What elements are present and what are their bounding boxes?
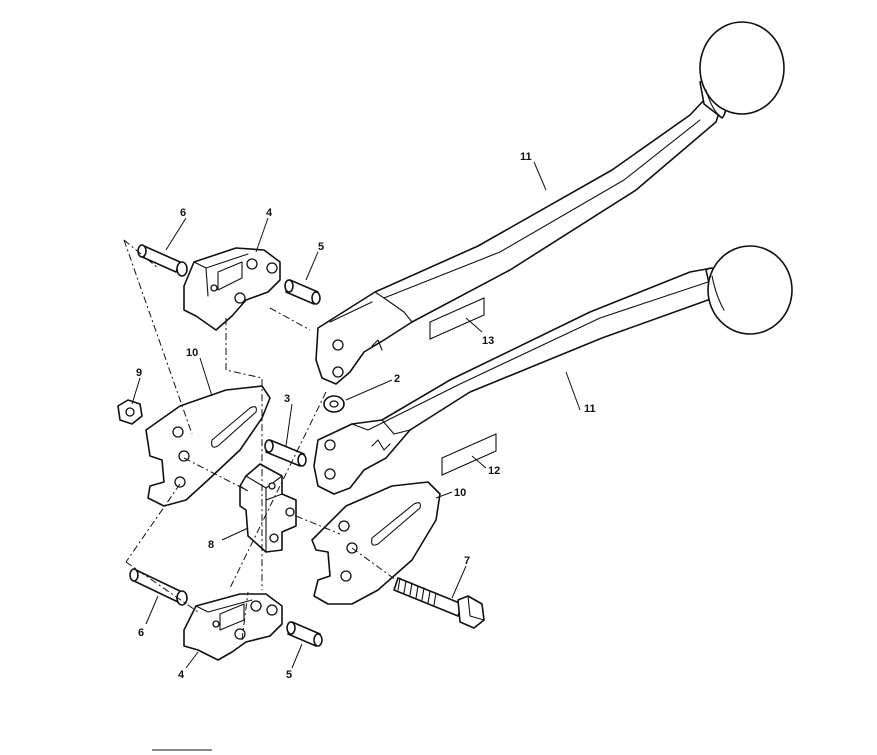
decal-13 bbox=[429, 297, 485, 340]
upper-pin-6 bbox=[137, 244, 188, 277]
leader-lines bbox=[131, 161, 581, 669]
block bbox=[239, 463, 297, 553]
upper-handle-knob bbox=[699, 21, 785, 119]
callout-4-upper: 4 bbox=[266, 207, 273, 219]
upper-pin-5 bbox=[284, 279, 321, 305]
pin-3 bbox=[264, 439, 307, 467]
washer bbox=[323, 395, 345, 413]
callout-3: 3 bbox=[284, 393, 290, 405]
callout-2: 2 bbox=[394, 373, 400, 385]
lower-handle-knob bbox=[705, 245, 793, 335]
bolt bbox=[393, 577, 485, 629]
callout-11-lower: 11 bbox=[584, 403, 596, 415]
assembly-centerlines bbox=[123, 239, 397, 641]
lower-pin-6 bbox=[129, 568, 188, 606]
nut bbox=[117, 399, 143, 425]
left-side-plate bbox=[145, 385, 271, 507]
callout-7: 7 bbox=[464, 555, 470, 567]
callout-13: 13 bbox=[482, 335, 494, 347]
upper-handle bbox=[315, 97, 723, 385]
callout-5-upper: 5 bbox=[318, 241, 324, 253]
callout-9: 9 bbox=[136, 367, 142, 379]
callout-10-left: 10 bbox=[186, 347, 198, 359]
lower-jaw bbox=[183, 593, 283, 661]
lower-handle bbox=[313, 267, 723, 495]
callout-11-upper: 11 bbox=[520, 151, 532, 163]
callout-6-lower: 6 bbox=[138, 627, 144, 639]
decal-12 bbox=[441, 433, 497, 476]
upper-jaw bbox=[183, 247, 281, 331]
callout-12: 12 bbox=[488, 465, 500, 477]
callout-10-right: 10 bbox=[454, 487, 466, 499]
callout-labels: 11 11 6 4 5 13 2 9 10 3 12 10 8 7 6 4 5 bbox=[136, 151, 596, 681]
callout-5-lower: 5 bbox=[286, 669, 292, 681]
callout-4-lower: 4 bbox=[178, 669, 185, 681]
callout-8: 8 bbox=[208, 539, 214, 551]
lower-pin-5 bbox=[286, 621, 323, 647]
right-side-plate bbox=[311, 481, 441, 605]
callout-6-upper: 6 bbox=[180, 207, 186, 219]
